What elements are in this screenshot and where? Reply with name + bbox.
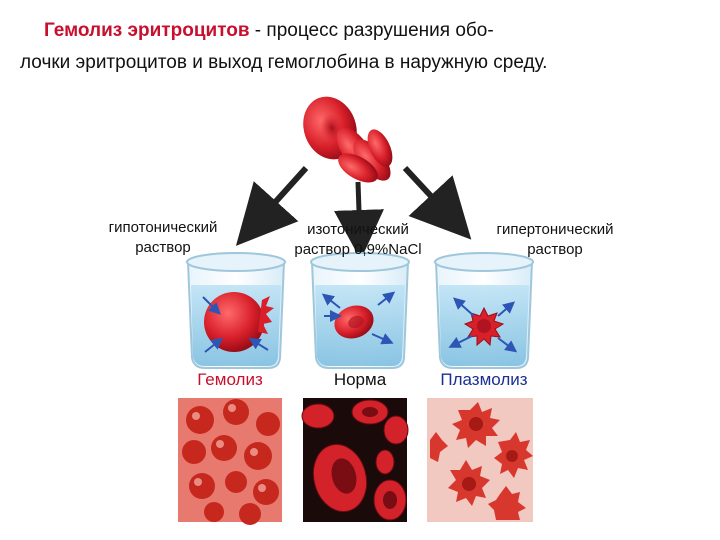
water-arrow [497, 337, 518, 353]
rbc-cell-icon [367, 129, 393, 167]
solution-hypertonic-line2: раствор [527, 241, 583, 258]
water-arrow [202, 296, 221, 315]
water-arrow [448, 335, 473, 348]
rbc-cell-icon [338, 153, 378, 183]
water-arrow [377, 291, 396, 306]
solution-hypotonic-line1: гипотонический [108, 219, 218, 236]
water-arrow [453, 297, 475, 317]
water-arrow [371, 333, 394, 345]
title-heading: Гемолиз эритроцитов [44, 20, 250, 41]
solution-label-hypotonic: гипотонический раствор [88, 218, 238, 258]
solution-hypertonic-line1: гипертонический [496, 221, 614, 238]
crenated-cell-icon [463, 306, 505, 347]
solution-label-hypertonic: гипертонический раствор [474, 220, 636, 260]
water-arrow [497, 301, 516, 317]
arrow-to-hypertonic [402, 165, 472, 240]
title-line-1: Гемолиз эритроцитов - процесс разрушения… [44, 16, 494, 46]
micrograph-normal [301, 398, 409, 522]
red-blood-cells-cluster [303, 96, 393, 183]
water-arrow [248, 337, 269, 351]
solution-label-isotonic: изотонический раствор 0,9%NaCl [270, 220, 446, 260]
solution-isotonic-line2: раствор 0,9%NaCl [294, 241, 422, 258]
result-label-plasmolysis: Плазмолиз [440, 370, 528, 389]
result-label-hemolysis: Гемолиз [197, 370, 263, 389]
micrograph-plasmolysis [427, 398, 533, 522]
solution-isotonic-line1: изотонический [307, 221, 409, 238]
solution-hypotonic-line2: раствор [135, 239, 191, 256]
result-label-normal: Норма [333, 370, 387, 389]
title-definition-part2: лочки эритроцитов и выход гемоглобина в … [20, 52, 548, 73]
water-arrow [204, 337, 224, 353]
micrograph-hemolysis [178, 398, 282, 525]
rbc-cell-icon [353, 139, 391, 181]
water-arrow [321, 293, 341, 309]
title-definition-part1: - процесс разрушения обо- [249, 20, 494, 41]
normal-cell-icon [334, 305, 374, 339]
arrow-to-isotonic [333, 181, 384, 260]
arrow-to-hypotonic [235, 165, 309, 246]
